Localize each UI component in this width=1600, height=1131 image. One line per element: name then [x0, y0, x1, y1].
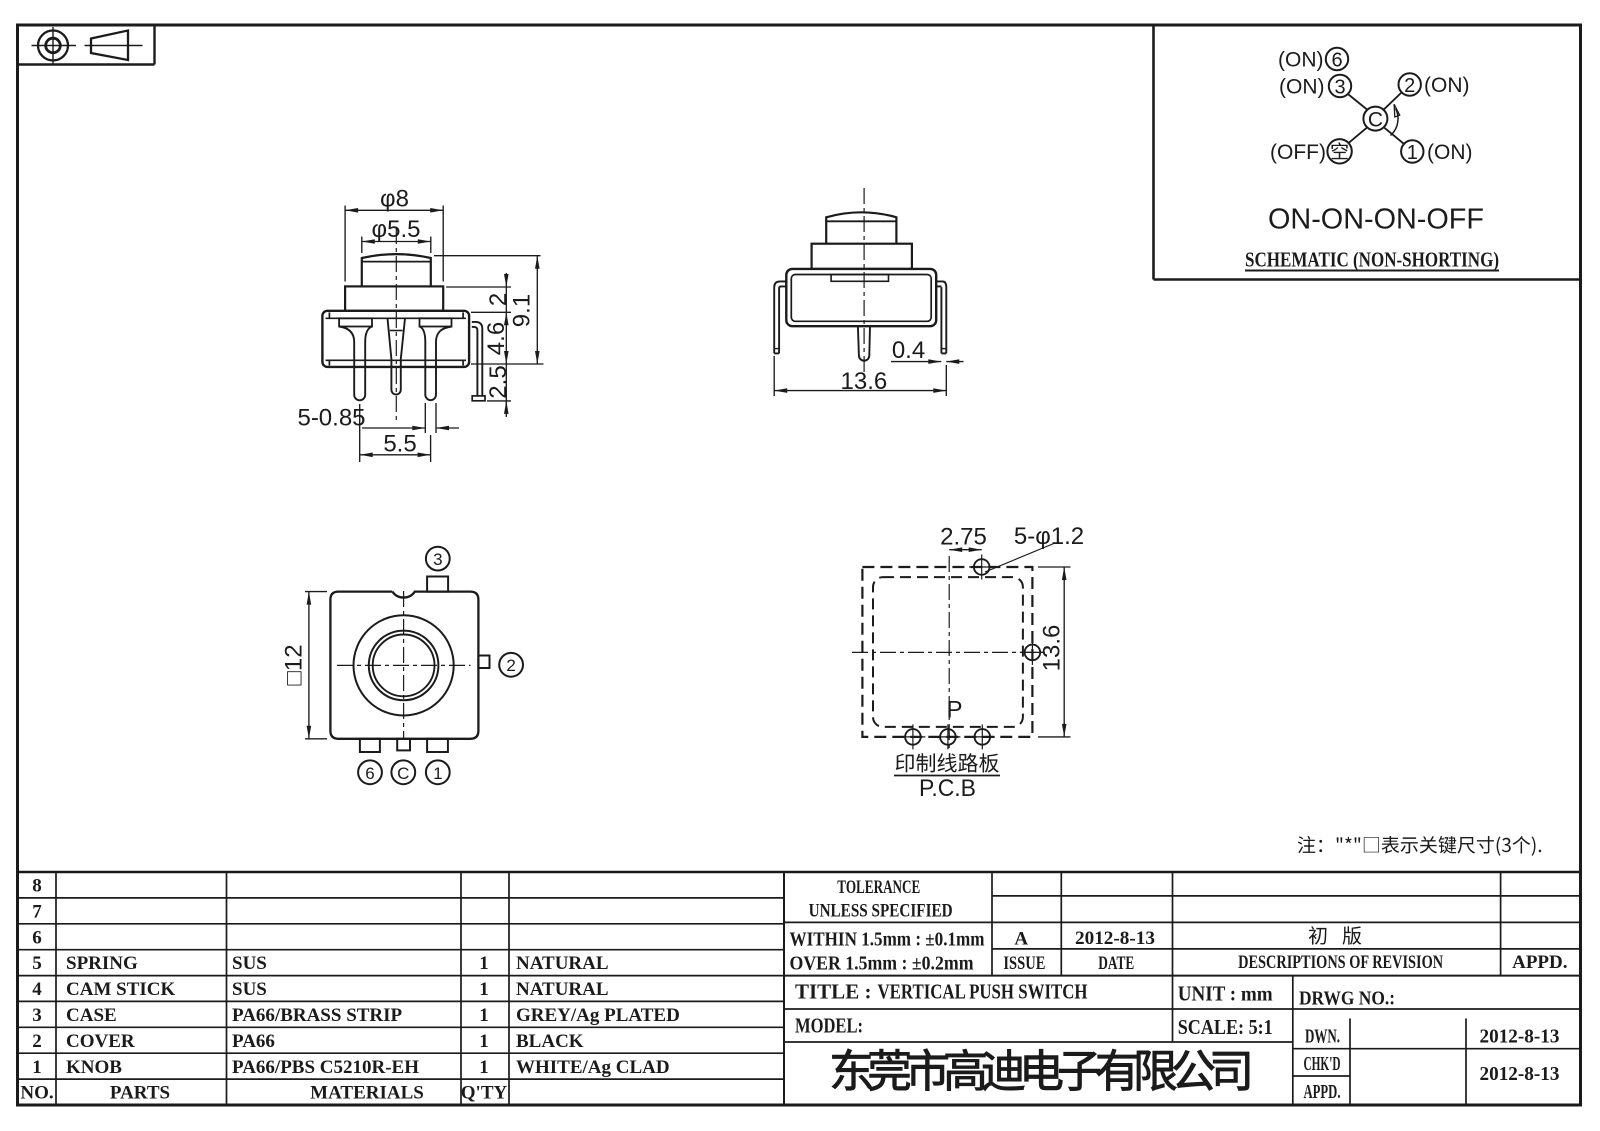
svg-text:PA66: PA66: [232, 1031, 275, 1052]
svg-text:2.75: 2.75: [940, 523, 987, 550]
svg-text:3: 3: [32, 1005, 42, 1026]
svg-text:13.6: 13.6: [841, 368, 888, 395]
svg-text:6: 6: [32, 927, 42, 948]
svg-text:(ON): (ON): [1278, 48, 1324, 71]
svg-text:(ON): (ON): [1427, 141, 1473, 164]
svg-text:6: 6: [365, 764, 374, 783]
svg-text:1: 1: [479, 1005, 489, 1026]
svg-text:VERTICAL PUSH SWITCH: VERTICAL PUSH SWITCH: [878, 979, 1088, 1003]
svg-text:2012-8-13: 2012-8-13: [1480, 1064, 1560, 1085]
svg-text:5-φ1.2: 5-φ1.2: [1014, 523, 1084, 550]
svg-text:DRWG NO.:: DRWG NO.:: [1299, 989, 1395, 1010]
svg-text:WHITE/Ag CLAD: WHITE/Ag CLAD: [516, 1057, 670, 1078]
svg-text:7: 7: [32, 901, 42, 922]
svg-text:NO.: NO.: [20, 1083, 53, 1104]
svg-text:UNIT : mm: UNIT : mm: [1178, 981, 1273, 1005]
svg-text:6: 6: [1331, 50, 1342, 72]
svg-text:SUS: SUS: [232, 979, 267, 1000]
svg-text:NATURAL: NATURAL: [516, 953, 609, 974]
svg-text:2: 2: [32, 1031, 42, 1052]
svg-text:OVER 1.5mm : ±0.2mm: OVER 1.5mm : ±0.2mm: [790, 953, 974, 974]
svg-text:CAM STICK: CAM STICK: [66, 979, 175, 1000]
svg-text:SCALE: 5:1: SCALE: 5:1: [1178, 1015, 1273, 1039]
svg-text:13.6: 13.6: [1038, 625, 1065, 672]
svg-text:□12: □12: [280, 644, 307, 685]
svg-text:1: 1: [479, 1031, 489, 1052]
svg-text:PA66/PBS C5210R-EH: PA66/PBS C5210R-EH: [232, 1057, 419, 1078]
svg-text:WITHIN 1.5mm : ±0.1mm: WITHIN 1.5mm : ±0.1mm: [790, 930, 985, 951]
svg-text:C: C: [1368, 108, 1383, 131]
svg-text:ON-ON-ON-OFF: ON-ON-ON-OFF: [1268, 204, 1484, 236]
svg-text:ISSUE: ISSUE: [1003, 953, 1045, 974]
svg-text:2012-8-13: 2012-8-13: [1480, 1026, 1560, 1047]
svg-text:P.C.B: P.C.B: [919, 775, 976, 802]
svg-text:1: 1: [433, 764, 442, 783]
svg-text:APPD.: APPD.: [1512, 952, 1567, 973]
svg-text:C: C: [397, 764, 409, 783]
svg-text:GREY/Ag PLATED: GREY/Ag PLATED: [516, 1005, 680, 1026]
svg-text:CHK'D: CHK'D: [1304, 1054, 1341, 1075]
svg-text:Q'TY: Q'TY: [461, 1083, 508, 1104]
svg-text:2: 2: [1404, 75, 1415, 97]
svg-text:1: 1: [479, 953, 489, 974]
svg-text:1: 1: [479, 1057, 489, 1078]
svg-text:9.1: 9.1: [508, 294, 535, 327]
svg-text:8: 8: [32, 876, 42, 897]
svg-text:(OFF): (OFF): [1270, 141, 1326, 164]
svg-text:BLACK: BLACK: [516, 1031, 584, 1052]
svg-text:PARTS: PARTS: [110, 1083, 170, 1104]
svg-text:φ5.5: φ5.5: [372, 216, 421, 243]
svg-text:COVER: COVER: [66, 1031, 135, 1052]
svg-text:4: 4: [32, 979, 42, 1000]
svg-text:NATURAL: NATURAL: [516, 979, 609, 1000]
svg-text:5.5: 5.5: [383, 430, 416, 457]
svg-text:TITLE :: TITLE :: [795, 979, 871, 1003]
svg-text:PA66/BRASS STRIP: PA66/BRASS STRIP: [232, 1005, 403, 1026]
svg-text:MATERIALS: MATERIALS: [310, 1083, 424, 1104]
svg-text:3: 3: [1334, 77, 1345, 99]
svg-text:SCHEMATIC (NON-SHORTING): SCHEMATIC (NON-SHORTING): [1245, 248, 1499, 272]
svg-text:(ON): (ON): [1424, 74, 1470, 97]
svg-text:APPD.: APPD.: [1304, 1082, 1341, 1103]
svg-text:(ON): (ON): [1279, 75, 1325, 98]
svg-text:TOLERANCE: TOLERANCE: [837, 877, 920, 898]
svg-text:SPRING: SPRING: [66, 953, 138, 974]
svg-text:1: 1: [32, 1057, 42, 1078]
svg-text:4.6: 4.6: [483, 322, 510, 355]
svg-text:CASE: CASE: [66, 1005, 117, 1026]
svg-text:KNOB: KNOB: [66, 1057, 122, 1078]
svg-text:A: A: [1014, 929, 1028, 950]
svg-text:DATE: DATE: [1098, 953, 1134, 974]
svg-text:2.5: 2.5: [485, 365, 512, 398]
svg-text:3: 3: [433, 550, 442, 569]
svg-text:5: 5: [32, 953, 42, 974]
svg-text:DESCRIPTIONS OF REVISION: DESCRIPTIONS OF REVISION: [1238, 952, 1443, 973]
svg-text:2: 2: [506, 656, 515, 675]
svg-text:1: 1: [1407, 142, 1418, 164]
svg-text:5-0.85: 5-0.85: [297, 404, 365, 431]
svg-text:UNLESS SPECIFIED: UNLESS SPECIFIED: [809, 901, 953, 922]
svg-text:MODEL:: MODEL:: [795, 1013, 863, 1037]
svg-text:DWN.: DWN.: [1305, 1026, 1340, 1047]
svg-text:SUS: SUS: [232, 953, 267, 974]
svg-text:φ8: φ8: [380, 185, 409, 212]
svg-text:2012-8-13: 2012-8-13: [1075, 928, 1155, 949]
svg-text:2: 2: [485, 293, 512, 306]
svg-text:0.4: 0.4: [892, 337, 925, 364]
svg-text:1: 1: [479, 979, 489, 1000]
svg-text:P: P: [946, 696, 962, 723]
